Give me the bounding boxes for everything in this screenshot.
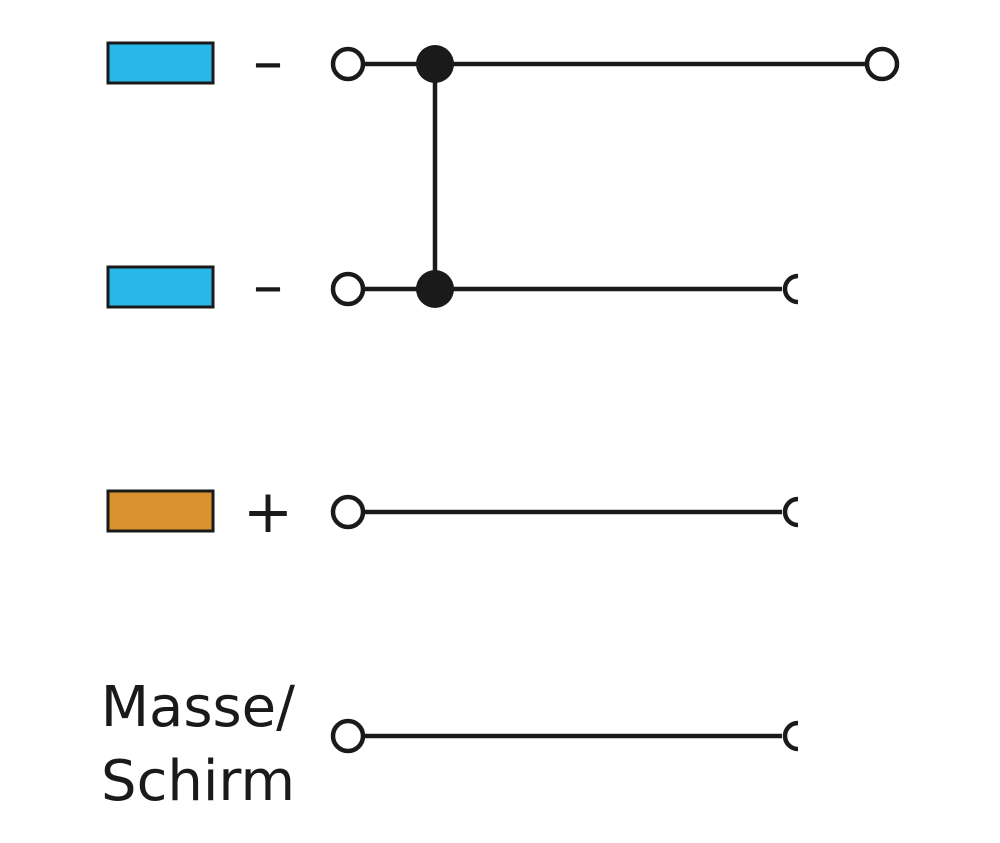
terminal-right-row-1 bbox=[864, 46, 900, 82]
plug-socket-row-4 bbox=[782, 720, 799, 752]
plug-socket-row-3 bbox=[782, 496, 799, 528]
terminal-left-row-2 bbox=[330, 271, 366, 307]
orange-swatch-row-3 bbox=[106, 489, 215, 533]
terminal-left-row-4 bbox=[330, 718, 366, 754]
blue-swatch-row-2 bbox=[106, 265, 215, 309]
junction-dot-row-2 bbox=[416, 270, 454, 308]
plug-socket-row-2 bbox=[782, 273, 799, 305]
ground-label-line-2: Schirm bbox=[101, 749, 295, 814]
ground-label-line-1: Masse/ bbox=[101, 675, 295, 740]
junction-dot-row-1 bbox=[416, 45, 454, 83]
minus-sign-row-1: – bbox=[253, 27, 283, 97]
blue-swatch-row-1 bbox=[106, 41, 215, 85]
terminal-left-row-3 bbox=[330, 494, 366, 530]
plus-sign-row-3: + bbox=[243, 477, 293, 547]
minus-sign-row-2: – bbox=[253, 251, 283, 321]
terminal-left-row-1 bbox=[330, 46, 366, 82]
